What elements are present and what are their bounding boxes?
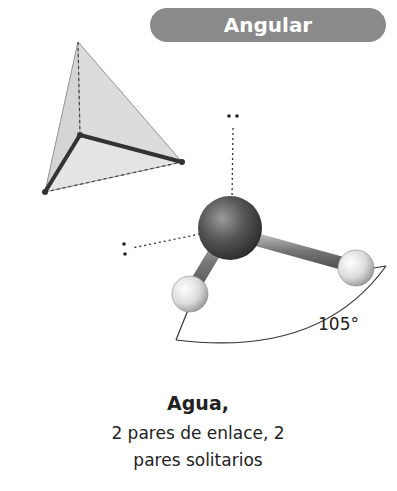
title: Angular: [150, 8, 386, 42]
water-molecule: [172, 196, 374, 312]
angle-label: 105°: [318, 313, 359, 335]
title-band: [150, 8, 386, 42]
caption-body: 2 pares de enlace, 2 pares solitarios: [108, 420, 288, 474]
tetrahedron: [42, 42, 185, 195]
caption: Agua,: [98, 390, 298, 416]
